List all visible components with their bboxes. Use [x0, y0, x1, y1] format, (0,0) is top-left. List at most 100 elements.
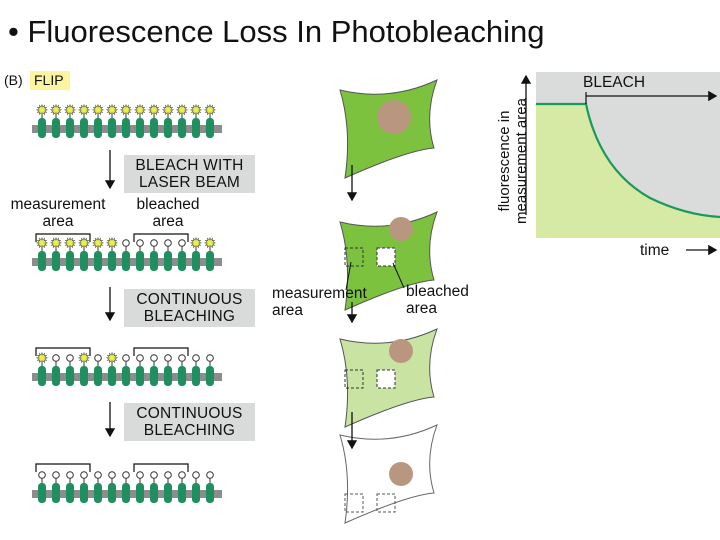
bleached-fluorophore-icon [136, 354, 144, 362]
fluorophore-star-icon: ✹ [50, 236, 62, 252]
nucleus-1 [377, 100, 411, 134]
membrane-protein [80, 483, 88, 503]
bleached-pointer [392, 262, 405, 289]
bracket-bleached-2 [133, 233, 189, 242]
membrane-protein [136, 366, 144, 386]
graph-y-label: fluorescence in measurement area [496, 98, 530, 224]
membrane-protein [206, 483, 214, 503]
bleached-square-4 [376, 493, 396, 513]
bleached-square-2 [376, 247, 396, 267]
fluorophore-star-icon: ✹ [106, 236, 118, 252]
bleached-fluorophore-icon [122, 354, 130, 362]
membrane-protein [122, 483, 130, 503]
step-continuous-bleaching-2: CONTINUOUS BLEACHING [124, 403, 255, 441]
bleached-fluorophore-icon [150, 354, 158, 362]
bleached-fluorophore-icon [136, 471, 144, 479]
fluorophore-star-icon: ✹ [106, 351, 118, 367]
membrane-protein [108, 366, 116, 386]
membrane-protein [136, 483, 144, 503]
cell-measurement-label: measurement area [272, 285, 367, 319]
slide-title: • Fluorescence Loss In Photobleaching [8, 14, 545, 49]
bleached-square-3 [376, 369, 396, 389]
fluorophore-star-icon: ✹ [204, 236, 216, 252]
membrane-protein [164, 251, 172, 271]
membrane-protein [178, 366, 186, 386]
bleached-fluorophore-icon [192, 354, 200, 362]
bracket-measurement-2 [35, 233, 91, 242]
membrane-protein [192, 118, 200, 138]
membrane-protein [206, 118, 214, 138]
membrane-row-4 [32, 471, 222, 503]
membrane-measurement-label: measurement area [10, 196, 106, 230]
bleached-fluorophore-icon [94, 471, 102, 479]
membrane-protein [38, 483, 46, 503]
cell-1 [339, 79, 438, 179]
measurement-square-3 [344, 369, 364, 389]
bleached-fluorophore-icon [178, 354, 186, 362]
bleached-fluorophore-icon [122, 239, 130, 247]
nucleus-4 [389, 462, 413, 486]
membrane-row-1: ✹✹✹✹✹✹✹✹✹✹✹✹✹ [32, 103, 222, 138]
graph-fill-area [536, 104, 720, 238]
fluorophore-star-icon: ✹ [106, 103, 118, 119]
membrane-protein [94, 118, 102, 138]
bleached-fluorophore-icon [52, 354, 60, 362]
bleached-fluorophore-icon [80, 471, 88, 479]
membrane-protein [52, 483, 60, 503]
membrane-bleached-label: bleached area [136, 196, 200, 230]
membrane-protein [108, 118, 116, 138]
bleached-fluorophore-icon [108, 471, 116, 479]
membrane-protein [80, 118, 88, 138]
membrane-protein [164, 118, 172, 138]
bleached-fluorophore-icon [164, 354, 172, 362]
fluorophore-star-icon: ✹ [78, 236, 90, 252]
membrane-protein [150, 118, 158, 138]
membrane-protein [136, 118, 144, 138]
bracket-bleached-4 [133, 463, 189, 472]
bleached-fluorophore-icon [150, 471, 158, 479]
membrane-protein [150, 366, 158, 386]
bleached-fluorophore-icon [178, 239, 186, 247]
membrane-protein [122, 118, 130, 138]
panel-label: (B) [4, 72, 23, 88]
membrane-protein [52, 251, 60, 271]
fluorophore-star-icon: ✹ [36, 351, 48, 367]
fluorophore-star-icon: ✹ [36, 103, 48, 119]
membrane-protein [52, 366, 60, 386]
nucleus-3 [389, 339, 413, 363]
membrane-protein [178, 251, 186, 271]
measurement-square-4 [344, 493, 364, 513]
measurement-pointer [345, 261, 352, 291]
fluorescence-curve [536, 102, 720, 219]
nucleus-2 [389, 217, 413, 241]
fluorophore-star-icon: ✹ [36, 236, 48, 252]
fluorophore-star-icon: ✹ [92, 236, 104, 252]
bleached-fluorophore-icon [94, 354, 102, 362]
membrane-protein [80, 251, 88, 271]
fluorophore-star-icon: ✹ [64, 103, 76, 119]
membrane-protein [80, 366, 88, 386]
fluorophore-star-icon: ✹ [92, 103, 104, 119]
fluorophore-star-icon: ✹ [50, 103, 62, 119]
membrane-protein [178, 118, 186, 138]
fluorophore-star-icon: ✹ [204, 103, 216, 119]
membrane-protein [164, 483, 172, 503]
bleached-fluorophore-icon [66, 471, 74, 479]
membrane-protein [38, 366, 46, 386]
bleached-fluorophore-icon [192, 471, 200, 479]
bleached-fluorophore-icon [136, 239, 144, 247]
membrane-protein [136, 251, 144, 271]
bleached-fluorophore-icon [38, 471, 46, 479]
membrane-protein [66, 118, 74, 138]
membrane-protein [38, 251, 46, 271]
graph-bleach-label: BLEACH [583, 74, 646, 91]
fluorophore-star-icon: ✹ [134, 103, 146, 119]
membrane-protein [192, 483, 200, 503]
bleached-fluorophore-icon [122, 471, 130, 479]
fluorophore-star-icon: ✹ [190, 103, 202, 119]
membrane-protein [164, 366, 172, 386]
fluorophore-star-icon: ✹ [78, 351, 90, 367]
bracket-bleached-3 [133, 347, 189, 356]
membrane-rows: ✹✹✹✹✹✹✹✹✹✹✹✹✹✹✹✹✹✹✹✹✹✹✹✹ [32, 103, 222, 503]
membrane-protein [38, 118, 46, 138]
